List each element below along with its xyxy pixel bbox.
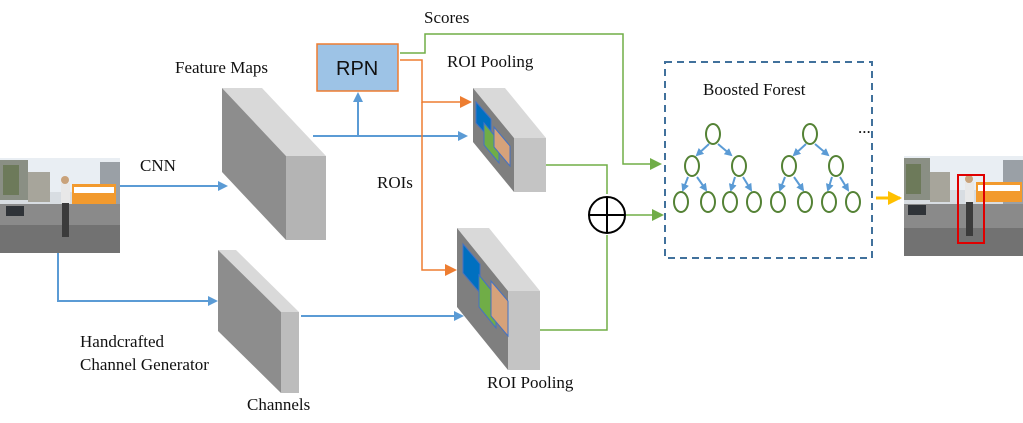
cnn-label: CNN [140,156,176,175]
output-image [904,156,1023,256]
channels-block [218,250,299,393]
scores-arrow [400,33,662,170]
channels-label: Channels [247,395,310,414]
detection-box [957,174,985,244]
tree-2 [770,123,861,213]
rpn-label: RPN [336,58,378,80]
roi-pooling-top-block [473,88,546,192]
roi-bottom-to-combine [540,235,608,331]
scores-label: Scores [424,8,469,27]
roi-pooling-bottom-block [457,228,540,370]
roi-top-to-combine [546,164,608,194]
green-arrows [400,33,664,331]
combine-node [588,196,626,234]
blue-arrows [57,92,468,321]
handcrafted-label-line1: Handcrafted [80,332,165,351]
feature-maps-label: Feature Maps [175,58,268,77]
ellipsis-label: ... [858,118,871,137]
orange-roi-arrows [400,59,472,276]
image-to-channels-arrow [57,253,218,306]
input-image [0,158,120,253]
handcrafted-label-line2: Channel Generator [80,355,209,374]
roi-pooling-bottom-label: ROI Pooling [487,373,574,392]
tree-1 [673,123,762,213]
feature-maps-block [222,88,326,240]
rois-label: ROIs [377,173,413,192]
rpn-box [316,43,399,92]
boosted-forest-label: Boosted Forest [703,80,806,99]
boosted-forest-box [664,61,873,259]
roi-pooling-top-label: ROI Pooling [447,52,534,71]
